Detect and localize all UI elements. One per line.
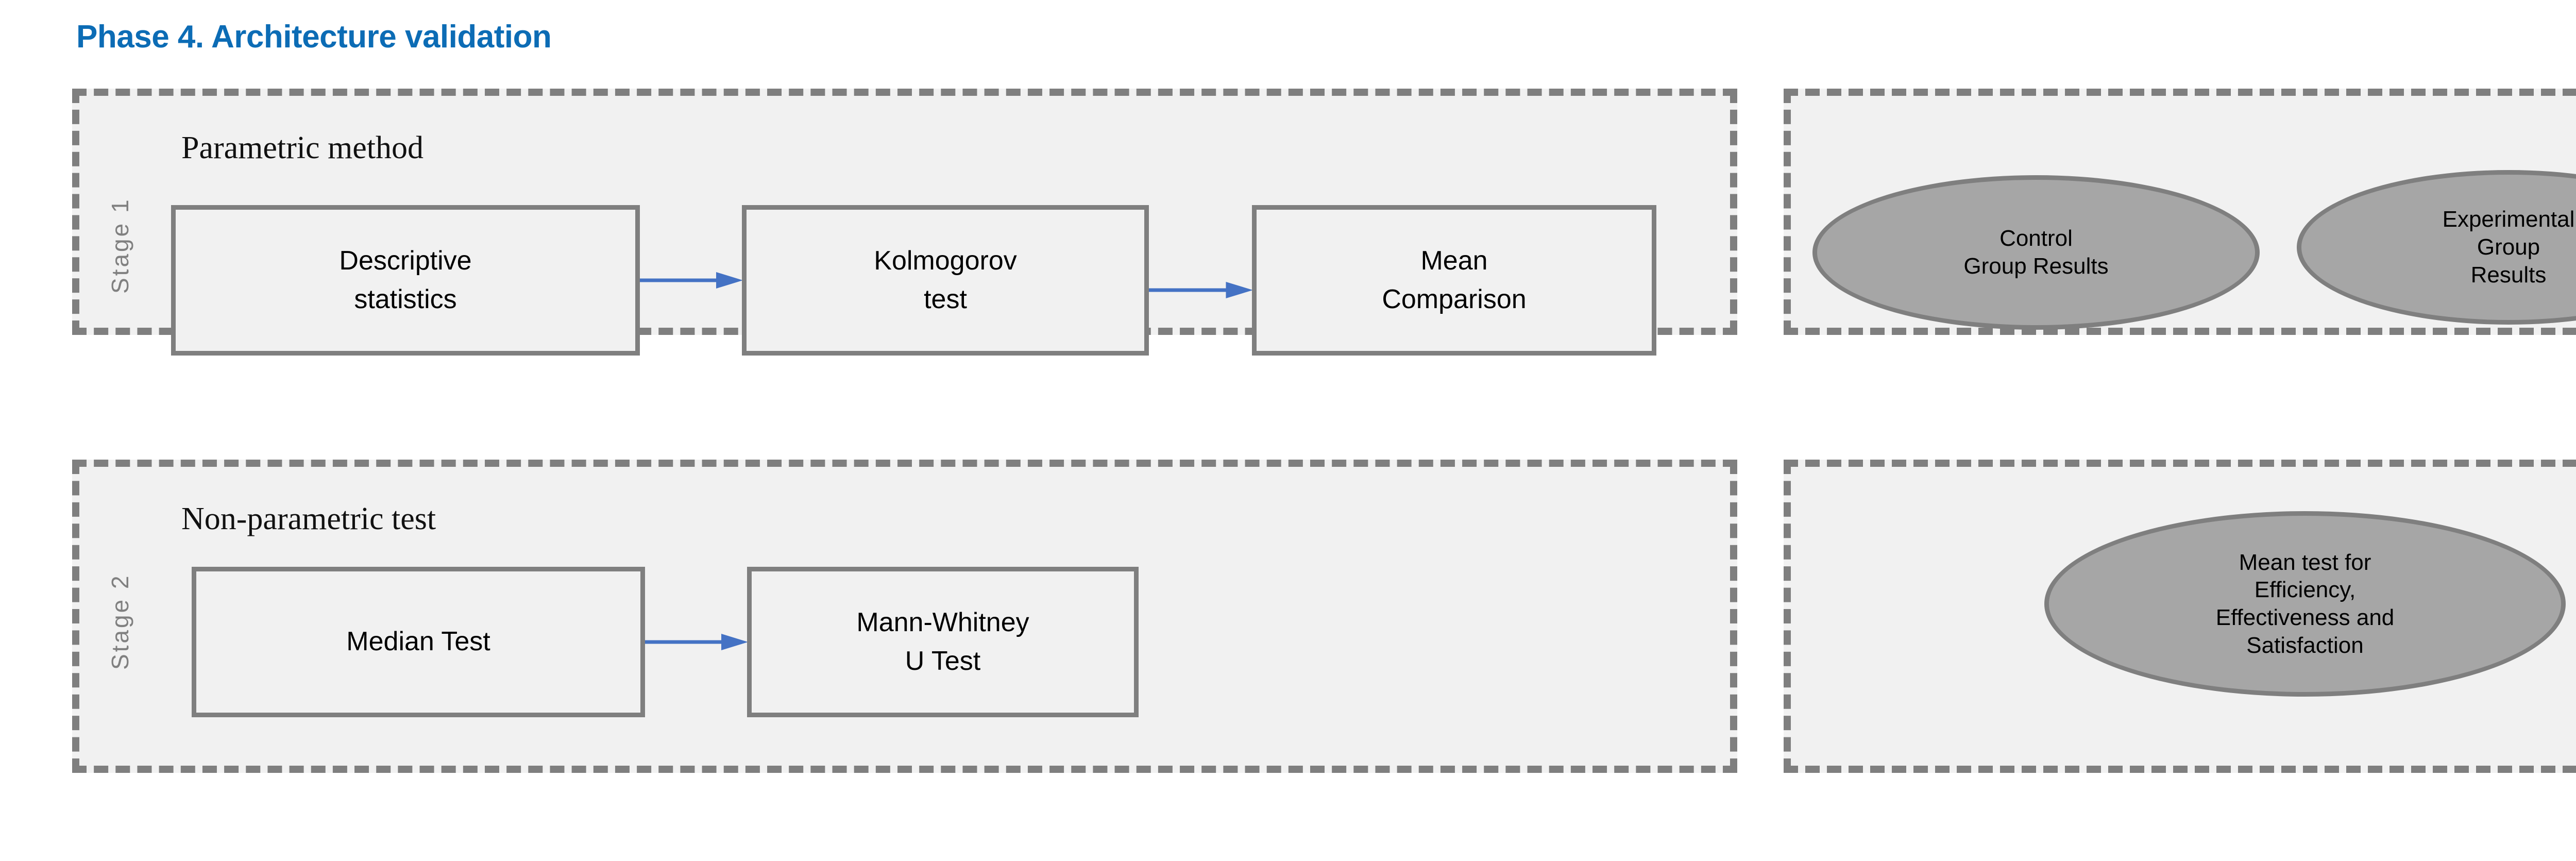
non-parametric-test-heading: Non-parametric test [181, 501, 436, 536]
page-title: Phase 4. Architecture validation [76, 19, 552, 55]
stage-1-label: Stage 1 [107, 197, 133, 294]
arrow-descriptive-to-kolmogorov [640, 272, 743, 289]
parametric-method-heading: Parametric method [181, 130, 423, 165]
stage-2-label: Stage 2 [107, 573, 133, 670]
arrow-median-to-mann-whitney [645, 634, 748, 650]
process-box-median-test[interactable]: Median Test [192, 567, 645, 717]
arrow-kolmogorov-to-mean-comparison [1149, 282, 1253, 298]
box-label: Median Test [346, 627, 490, 657]
